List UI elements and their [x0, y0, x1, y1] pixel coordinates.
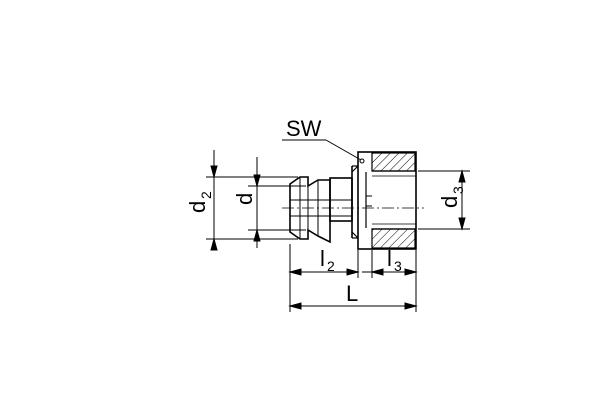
l3-label-main: l	[387, 246, 392, 271]
d3-arrow-top	[458, 169, 466, 183]
d2-label-sub: 2	[198, 191, 214, 199]
l3-arrow-right	[404, 268, 418, 276]
hatch-upper	[371, 152, 416, 172]
d-arrow-top	[253, 174, 261, 188]
d2-label: d 2	[185, 191, 214, 213]
dimension-lines	[206, 139, 470, 312]
sw-leader	[325, 139, 362, 161]
d3-label-sub: 3	[450, 186, 466, 194]
hex-body-left-edge	[351, 165, 359, 173]
coupling-plug-part	[289, 151, 417, 250]
d-arrow-bottom	[253, 228, 261, 242]
l2-label-main: l	[320, 246, 325, 271]
L-arrow-left	[288, 302, 302, 310]
d3-label: d 3	[437, 186, 466, 208]
section-hatching	[365, 152, 416, 249]
sw-label: SW	[286, 116, 322, 141]
d-label: d	[232, 193, 257, 205]
dimension-labels: SW d 2 d d 3 l 2 l 3 L	[185, 116, 466, 306]
L-label: L	[346, 281, 358, 306]
d2-label-main: d	[185, 201, 210, 213]
l3-label-sub: 3	[394, 258, 402, 274]
hex-body-left-edge-b	[351, 231, 359, 239]
d3-arrow-bottom	[458, 217, 466, 231]
d2-arrow-top	[210, 165, 218, 179]
d3-label-main: d	[437, 196, 462, 208]
l2-arrow-right	[346, 268, 360, 276]
l3-arrow-left	[370, 268, 384, 276]
L-arrow-right	[404, 302, 418, 310]
l2-label-sub: 2	[327, 258, 335, 274]
sw-leader-dot	[359, 158, 365, 164]
d-label-main: d	[232, 193, 257, 205]
l2-arrow-left	[288, 268, 302, 276]
hatch-lower	[371, 228, 416, 249]
plug-nose	[289, 176, 331, 244]
hex-body	[357, 151, 417, 250]
d2-arrow-bottom	[210, 237, 218, 251]
